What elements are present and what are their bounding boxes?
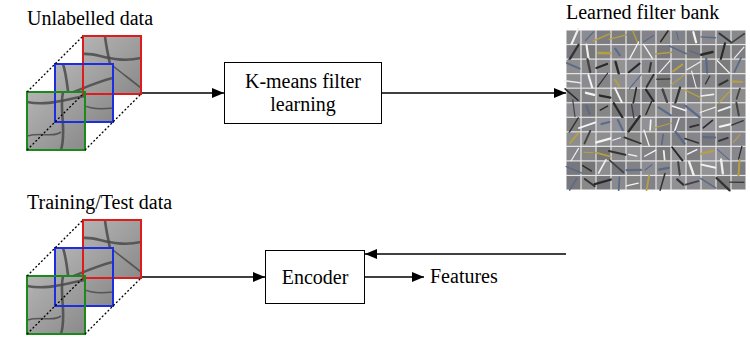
node-heading: Unlabelled data — [27, 7, 153, 30]
dotted-edge — [85, 278, 141, 334]
output-arrow — [363, 276, 424, 278]
dotted-edge — [85, 94, 141, 150]
dotted-edge — [27, 278, 83, 334]
dotted-edge — [27, 220, 83, 276]
data-stack: Training/Test data — [27, 220, 141, 334]
node-heading: Training/Test data — [27, 191, 172, 214]
process-box: Encoder — [265, 250, 365, 304]
node-heading: Learned filter bank — [566, 1, 719, 24]
flow-arrow — [141, 92, 224, 94]
image-stack — [27, 36, 141, 150]
dotted-edge — [27, 94, 83, 150]
box-label: Encoder — [276, 266, 354, 289]
image-stack — [27, 220, 141, 334]
dotted-edge — [27, 36, 83, 92]
filter-bank: Learned filter bank — [566, 30, 746, 190]
box-label: K-means filter learning — [235, 70, 371, 116]
patch-outline — [27, 92, 85, 150]
patch-outline — [27, 276, 85, 334]
flow-arrow — [382, 92, 566, 94]
output-label: Features — [430, 265, 498, 288]
filter-bank-image — [566, 30, 746, 190]
process-box: K-means filter learning — [224, 62, 382, 124]
flow-arrow — [141, 276, 265, 278]
flow-arrow — [365, 253, 566, 255]
data-stack: Unlabelled data — [27, 36, 141, 150]
